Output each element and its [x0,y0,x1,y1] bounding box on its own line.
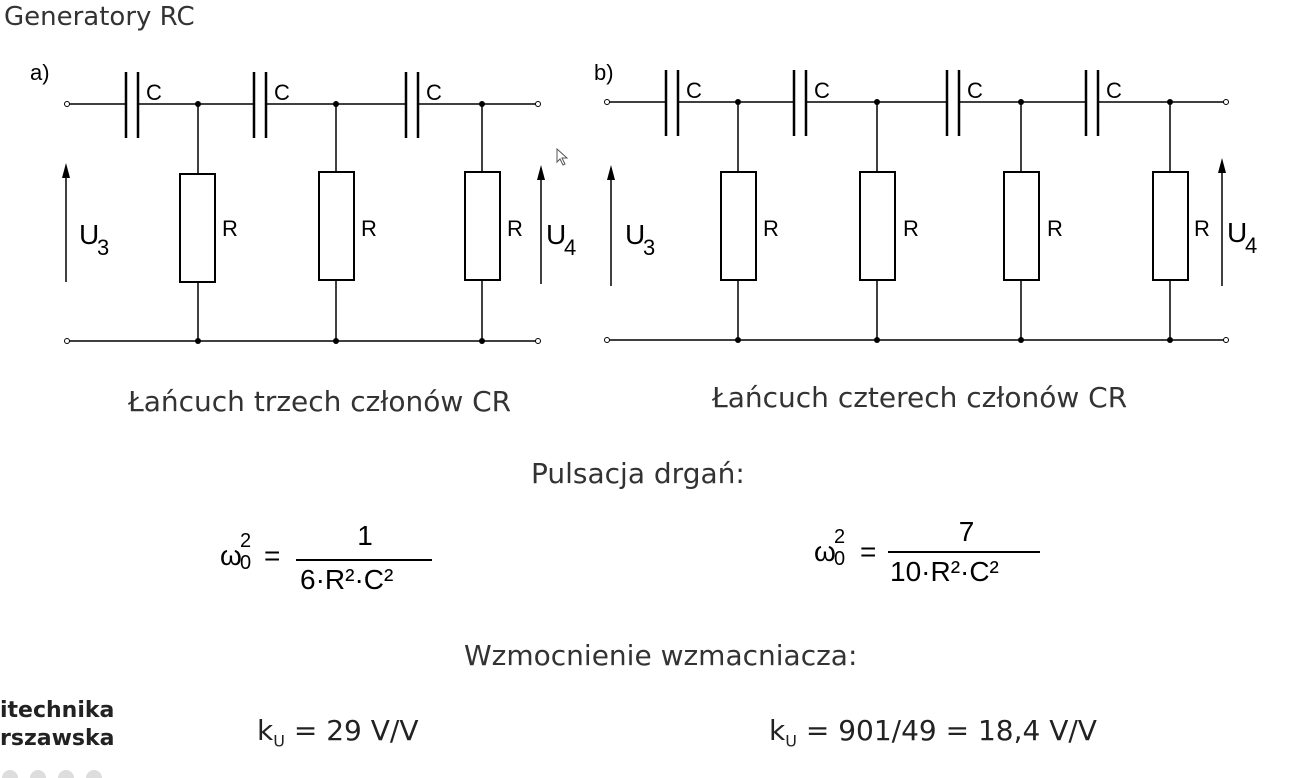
mouse-cursor-icon [556,148,569,166]
svg-text:R: R [222,216,238,241]
svg-text:4: 4 [564,235,576,260]
svg-text:U: U [546,219,566,250]
svg-text:R: R [1047,216,1063,241]
svg-text:U: U [625,219,645,250]
svg-text:R: R [1194,216,1210,241]
slide-title: Generatory RC [4,2,195,32]
formula-a: ω 2 0 = 1 6·R²·C² [220,518,440,598]
svg-text:4: 4 [1245,233,1257,258]
svg-text:C: C [686,78,702,103]
logo-dots-icon [2,770,102,778]
gain-a: kU = 29 V/V [257,714,419,751]
formula-b: ω 2 0 = 7 10·R²·C² [814,514,1044,594]
svg-text:U: U [79,219,99,250]
svg-text:R: R [361,216,377,241]
gain-heading: Wzmocnienie wzmacniacza: [464,639,858,672]
pulsation-heading: Pulsacja drgań: [531,457,745,490]
svg-text:U: U [1227,217,1247,248]
svg-text:C: C [814,78,830,103]
svg-text:3: 3 [97,235,109,260]
caption-circuit-a: Łańcuch trzech członów CR [128,385,512,418]
svg-text:C: C [274,80,290,105]
svg-text:b): b) [594,60,614,85]
svg-text:R: R [507,216,523,241]
gain-b: kU = 901/49 = 18,4 V/V [769,714,1097,751]
svg-text:R: R [763,216,779,241]
university-logo: itechnika rszawska [0,698,115,751]
rc-circuits-diagram: a) C C C R R R U 3 U 4 b) C C C C R R R … [30,60,1257,344]
svg-text:3: 3 [643,235,655,260]
svg-text:R: R [903,216,919,241]
caption-circuit-b: Łańcuch czterech członów CR [712,381,1128,414]
circuit-b [607,70,1226,341]
svg-text:C: C [1106,78,1122,103]
svg-text:a): a) [30,60,50,85]
svg-text:C: C [426,80,442,105]
svg-text:C: C [967,78,983,103]
svg-text:C: C [146,80,162,105]
circuit-a [65,72,542,342]
